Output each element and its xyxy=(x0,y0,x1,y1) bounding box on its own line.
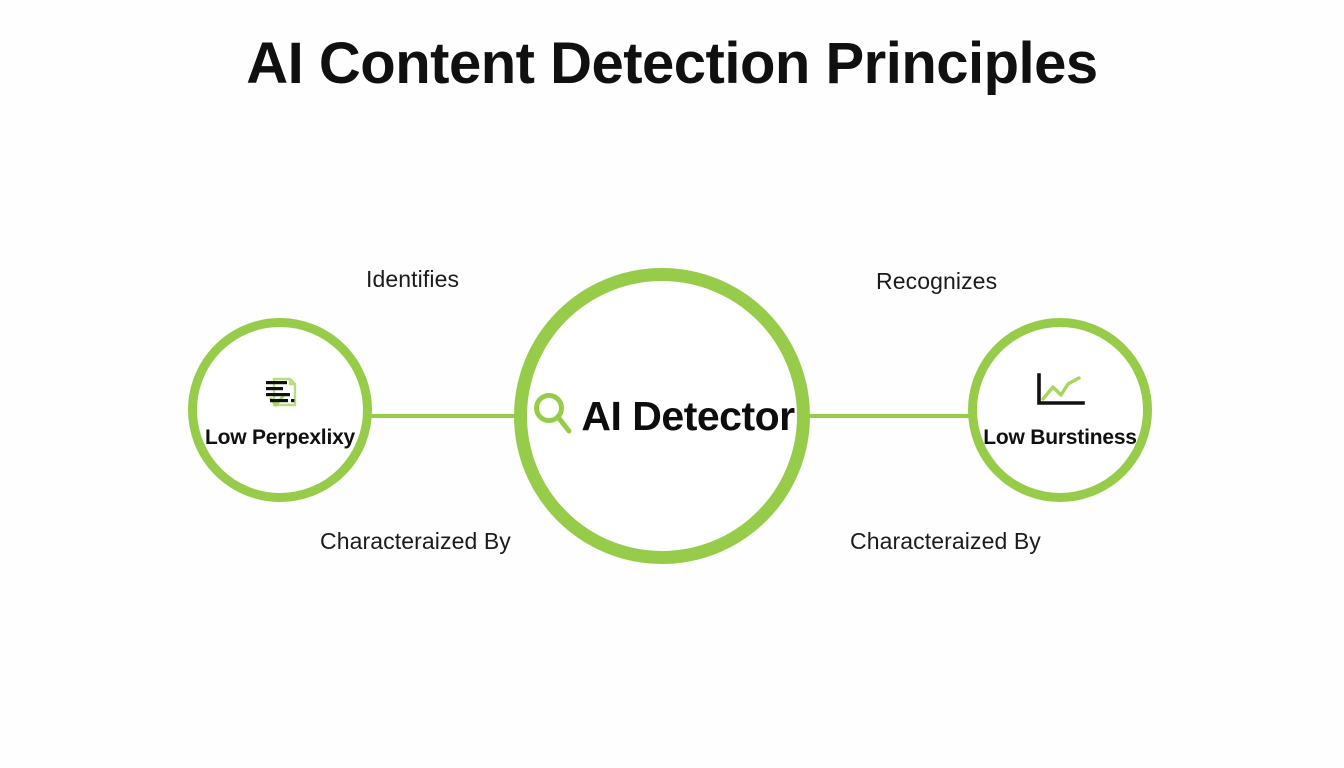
page-title: AI Content Detection Principles xyxy=(246,31,1098,96)
node-low-burstiness[interactable]: Low Burstiness xyxy=(968,318,1152,502)
node-label-low-burstiness: Low Burstiness xyxy=(983,425,1137,449)
node-label-low-perplexity: Low Perpexlixy xyxy=(204,425,356,449)
edge-label-recognizes: Recognizes xyxy=(876,268,998,294)
center-node-label: AI Detector xyxy=(581,392,795,439)
connector-line-right xyxy=(808,414,974,418)
edge-label-characterized-by-right: Characteraized By xyxy=(850,528,1041,554)
node-ai-detector[interactable]: AI Detector xyxy=(514,268,810,564)
center-node-content: AI Detector xyxy=(529,388,795,445)
node-low-perplexity[interactable]: Low Perpexlixy xyxy=(188,318,372,502)
magnifying-glass-icon xyxy=(529,388,575,445)
edge-label-identifies: Identifies xyxy=(366,266,460,292)
edge-label-characterized-by-left: Characteraized By xyxy=(320,528,511,554)
connector-line-left xyxy=(368,414,520,418)
line-chart-icon xyxy=(1032,371,1088,413)
document-text-lines-icon xyxy=(260,371,300,413)
